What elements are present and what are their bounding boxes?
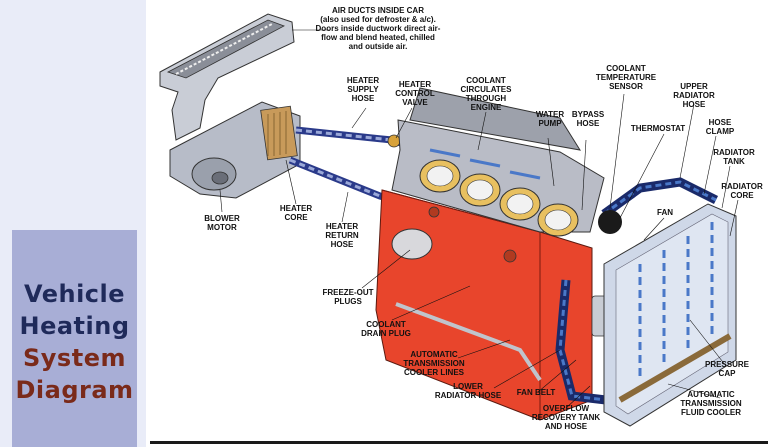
label-fan-belt: FAN BELT — [516, 388, 556, 397]
heater-core-housing — [169, 101, 301, 199]
radiator-hoses — [555, 177, 719, 405]
label-blower-motor: BLOWER MOTOR — [204, 214, 240, 232]
title-word-heating: Heating — [19, 312, 130, 340]
label-bypass-hose: BYPASS HOSE — [571, 110, 605, 128]
label-freeze-out-plugs: FREEZE-OUT PLUGS — [322, 288, 374, 306]
label-upper-radiator-hose: UPPER RADIATOR HOSE — [673, 82, 715, 109]
label-fan: FAN — [657, 208, 673, 217]
label-heater-supply-hose: HEATER SUPPLY HOSE — [346, 76, 380, 103]
label-transmission-cooler-lines: AUTOMATIC TRANSMISSION COOLER LINES — [403, 350, 465, 377]
label-overflow-recovery-tank: OVERFLOW RECOVERY TANK AND HOSE — [531, 404, 601, 431]
label-thermostat: THERMOSTAT — [630, 124, 686, 133]
title-word-vehicle: Vehicle — [23, 280, 126, 308]
label-heater-core: HEATER CORE — [279, 204, 313, 222]
radiator — [603, 203, 737, 427]
cylinder-head — [391, 87, 605, 237]
label-radiator-core: RADIATOR CORE — [721, 182, 763, 200]
air-duct — [159, 13, 295, 141]
label-coolant-circulates: COOLANT CIRCULATES THROUGH ENGINE — [460, 76, 512, 112]
title-word-system: System — [23, 344, 126, 372]
label-water-pump: WATER PUMP — [535, 110, 565, 128]
label-radiator-tank: RADIATOR TANK — [713, 148, 755, 166]
label-pressure-cap: PRESSURE CAP — [704, 360, 749, 378]
label-air-ducts: AIR DUCTS INSIDE CAR (also used for defr… — [315, 6, 441, 51]
leader-lines — [219, 29, 739, 409]
label-heater-control-valve: HEATER CONTROL VALVE — [395, 80, 435, 107]
label-coolant-temperature-sensor: COOLANT TEMPERATURE SENSOR — [595, 64, 657, 91]
label-transmission-fluid-cooler: AUTOMATIC TRANSMISSION FLUID COOLER — [680, 390, 742, 417]
label-lower-radiator-hose: LOWER RADIATOR HOSE — [434, 382, 502, 400]
label-coolant-drain-plug: COOLANT DRAIN PLUG — [361, 320, 411, 338]
title-word-diagram: Diagram — [15, 376, 134, 404]
bottom-rule — [150, 441, 768, 444]
title-panel: Vehicle Heating System Diagram — [12, 230, 137, 447]
label-hose-clamp: HOSE CLAMP — [705, 118, 735, 136]
label-heater-return-hose: HEATER RETURN HOSE — [325, 222, 359, 249]
